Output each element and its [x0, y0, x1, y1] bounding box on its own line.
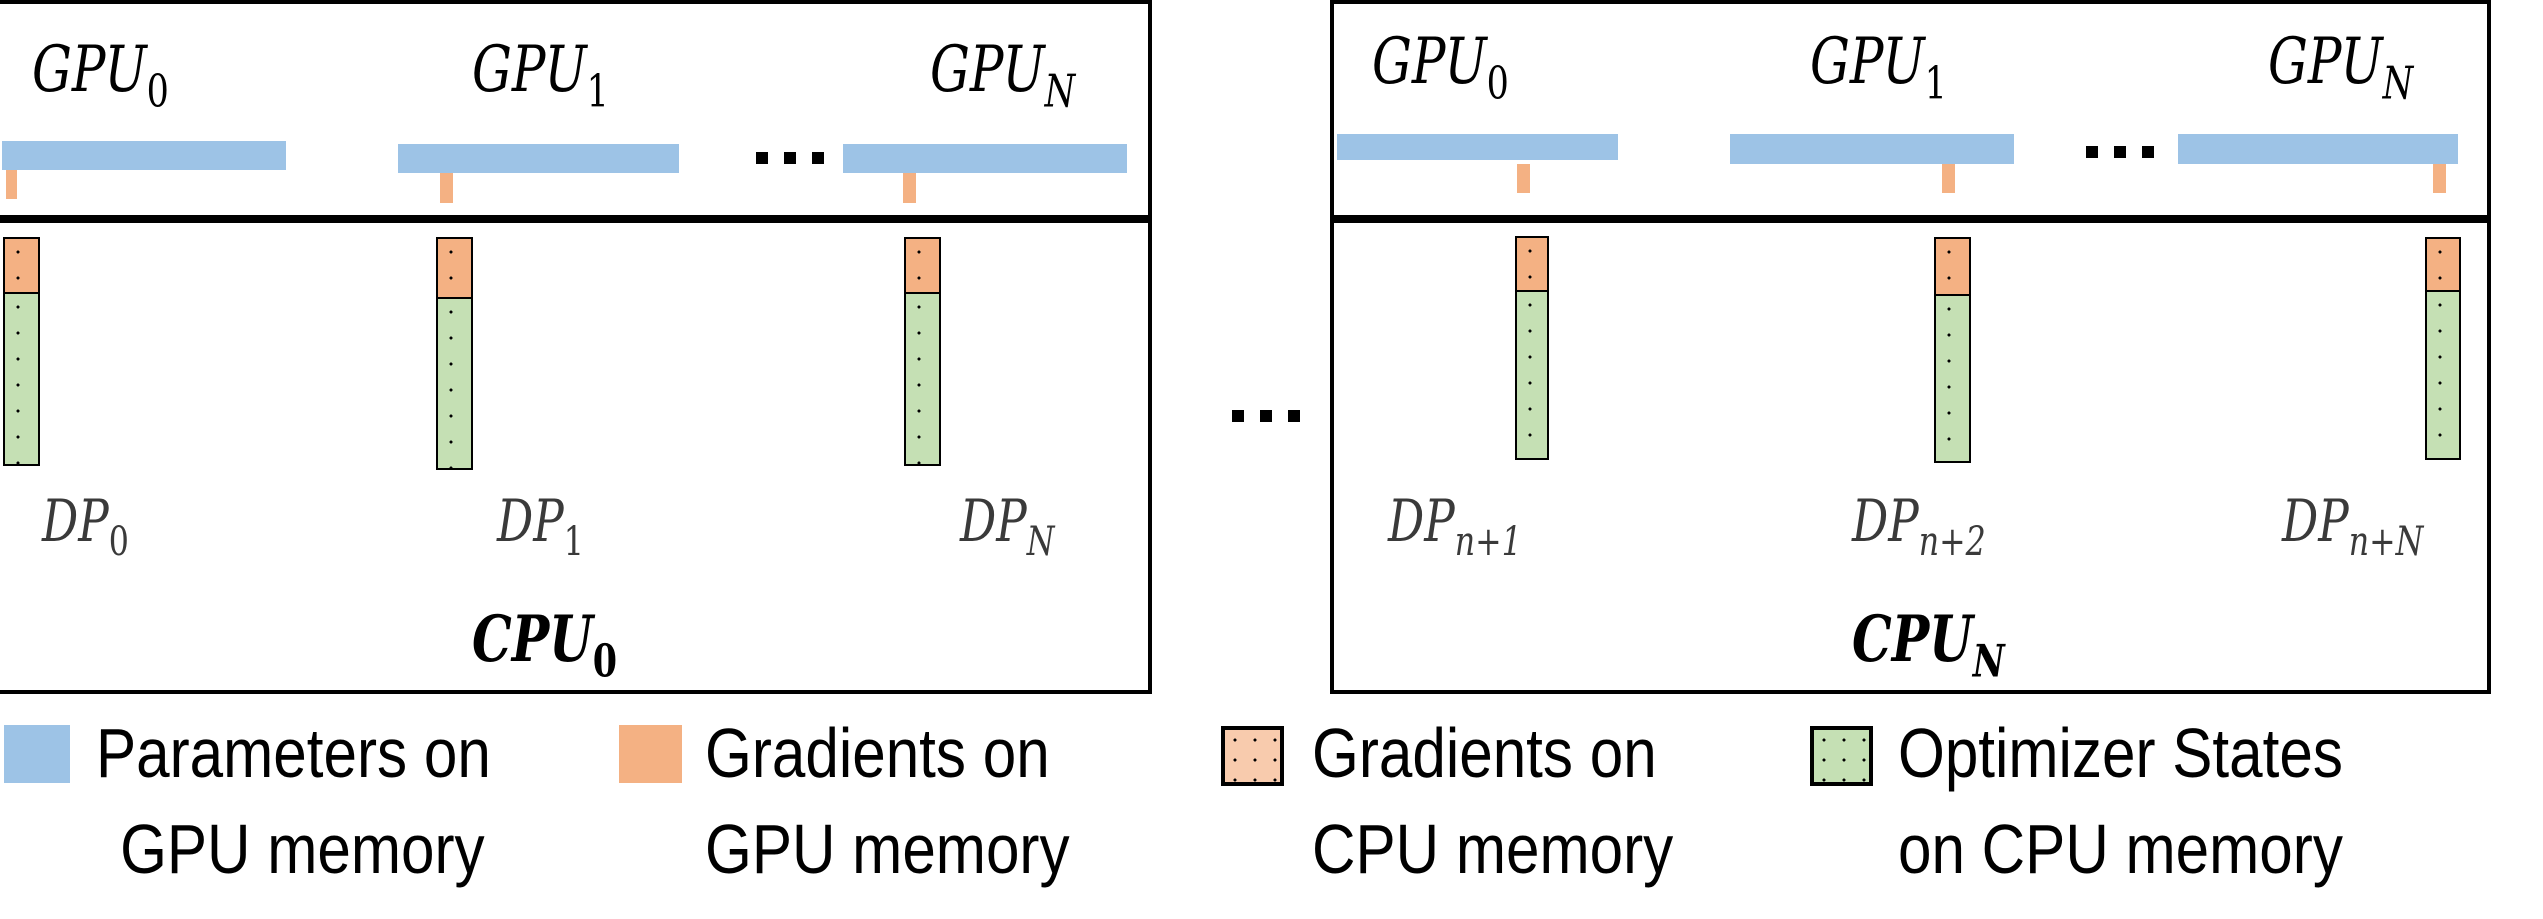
- cpu-label-base: CPU: [1852, 602, 1973, 677]
- gpu-label: GPU1: [1810, 30, 1947, 106]
- gpu-parameters-bar: [398, 144, 679, 173]
- legend-swatch-parameters-gpu: [4, 725, 70, 783]
- node-box-cpu0: [0, 0, 1152, 694]
- cpu-optimizer-states-block: [904, 293, 941, 466]
- gpu-gradients-bar: [440, 173, 453, 203]
- gpu-label-sub: N: [2382, 56, 2414, 110]
- gpu-label-base: GPU: [1372, 25, 1487, 99]
- gpu-label-base: GPU: [930, 33, 1045, 107]
- gpu-gradients-bar: [1942, 164, 1955, 193]
- gpu-parameters-bar: [1730, 134, 2014, 164]
- gpu-label-base: GPU: [2268, 25, 2383, 99]
- gpu-parameters-bar: [1337, 134, 1618, 160]
- dp-label-base: DP: [497, 487, 564, 555]
- legend-line: on CPU memory: [1898, 810, 2343, 888]
- node-box-cpun: [1330, 0, 2491, 694]
- dp-label-base: DP: [2282, 487, 2349, 555]
- legend-line: GPU memory: [705, 810, 1070, 888]
- cpu-label-sub: 0: [592, 634, 618, 688]
- cpu-optimizer-states-block: [3, 293, 40, 466]
- cpu-gradients-block: [1934, 237, 1971, 295]
- dp-label: DP1: [497, 492, 584, 562]
- gpu-cpu-divider-noden: [1334, 215, 2487, 223]
- cpu-gradients-block: [2425, 237, 2461, 291]
- gpu-gradients-bar: [2433, 164, 2446, 193]
- dp-label: DPn+1: [1388, 492, 1522, 562]
- legend-label-optimizer-cpu: Optimizer States on CPU memory: [1898, 705, 2343, 897]
- gpu-label: GPUN: [930, 38, 1075, 114]
- dp-label-sub: n+1: [1454, 517, 1522, 566]
- cpu-gradients-block: [904, 237, 941, 293]
- dp-label-sub: 1: [563, 517, 584, 566]
- cpu-optimizer-states-block: [1515, 291, 1549, 460]
- gpu-label-base: GPU: [1810, 25, 1925, 99]
- gpu-label: GPU1: [472, 38, 609, 114]
- legend-label-parameters-gpu: Parameters on GPU memory: [96, 705, 491, 897]
- dp-label: DPn+2: [1852, 492, 1986, 562]
- gpu-gradients-bar: [6, 170, 17, 199]
- legend-line: Gradients on: [705, 714, 1050, 792]
- cpu-optimizer-states-block: [1934, 295, 1971, 463]
- legend-swatch-optimizer-cpu: [1810, 726, 1873, 786]
- dp-label-base: DP: [42, 487, 109, 555]
- legend-line: Gradients on: [1312, 714, 1657, 792]
- gpu-parameters-bar: [2, 141, 286, 170]
- dp-label-sub: n+2: [1918, 517, 1986, 566]
- cpu-label-base: CPU: [472, 602, 593, 677]
- cpu-label: CPU0: [472, 608, 617, 684]
- legend-line: Parameters on: [96, 714, 491, 792]
- node-ellipsis: [1232, 410, 1300, 422]
- gpu-gradients-bar: [1517, 164, 1530, 193]
- cpu-optimizer-states-block: [2425, 291, 2461, 460]
- dp-label: DPN: [960, 492, 1054, 562]
- cpu-label: CPUN: [1852, 608, 2005, 684]
- gpu-label: GPUN: [2268, 30, 2413, 106]
- dp-label-base: DP: [1388, 487, 1455, 555]
- gpu-label-sub: 1: [586, 64, 609, 118]
- gpu-label-base: GPU: [32, 33, 147, 107]
- legend-swatch-gradients-gpu: [619, 725, 682, 783]
- dp-label-base: DP: [960, 487, 1027, 555]
- cpu-gradients-block: [3, 237, 40, 293]
- gpu-gradients-bar: [903, 173, 916, 203]
- legend-line: Optimizer States: [1898, 714, 2343, 792]
- dp-label-base: DP: [1852, 487, 1919, 555]
- gpu-label-sub: 1: [1924, 56, 1947, 110]
- dp-label: DPn+N: [2282, 492, 2423, 562]
- legend-line: GPU memory: [120, 810, 485, 888]
- dp-label-sub: 0: [108, 517, 129, 566]
- gpu-label: GPU0: [1372, 30, 1509, 106]
- legend-label-gradients-gpu: Gradients on GPU memory: [705, 705, 1070, 897]
- legend-swatch-gradients-cpu: [1221, 726, 1284, 786]
- dp-label-sub: n+N: [2348, 517, 2424, 566]
- cpu-optimizer-states-block: [436, 298, 473, 470]
- gpu-label-base: GPU: [472, 33, 587, 107]
- gpu-label-sub: 0: [1486, 56, 1509, 110]
- legend-line: CPU memory: [1312, 810, 1674, 888]
- legend-label-gradients-cpu: Gradients on CPU memory: [1312, 705, 1673, 897]
- gpu-label: GPU0: [32, 38, 169, 114]
- gpu-ellipsis: [2086, 146, 2154, 158]
- cpu-gradients-block: [1515, 236, 1549, 291]
- gpu-parameters-bar: [2178, 134, 2458, 164]
- cpu-gradients-block: [436, 237, 473, 298]
- gpu-ellipsis: [756, 152, 824, 164]
- gpu-cpu-divider-node0: [0, 215, 1152, 223]
- cpu-label-sub: N: [1972, 634, 2005, 688]
- dp-label-sub: N: [1026, 517, 1055, 566]
- gpu-parameters-bar: [843, 144, 1127, 173]
- gpu-label-sub: N: [1044, 64, 1076, 118]
- dp-label: DP0: [42, 492, 129, 562]
- gpu-label-sub: 0: [146, 64, 169, 118]
